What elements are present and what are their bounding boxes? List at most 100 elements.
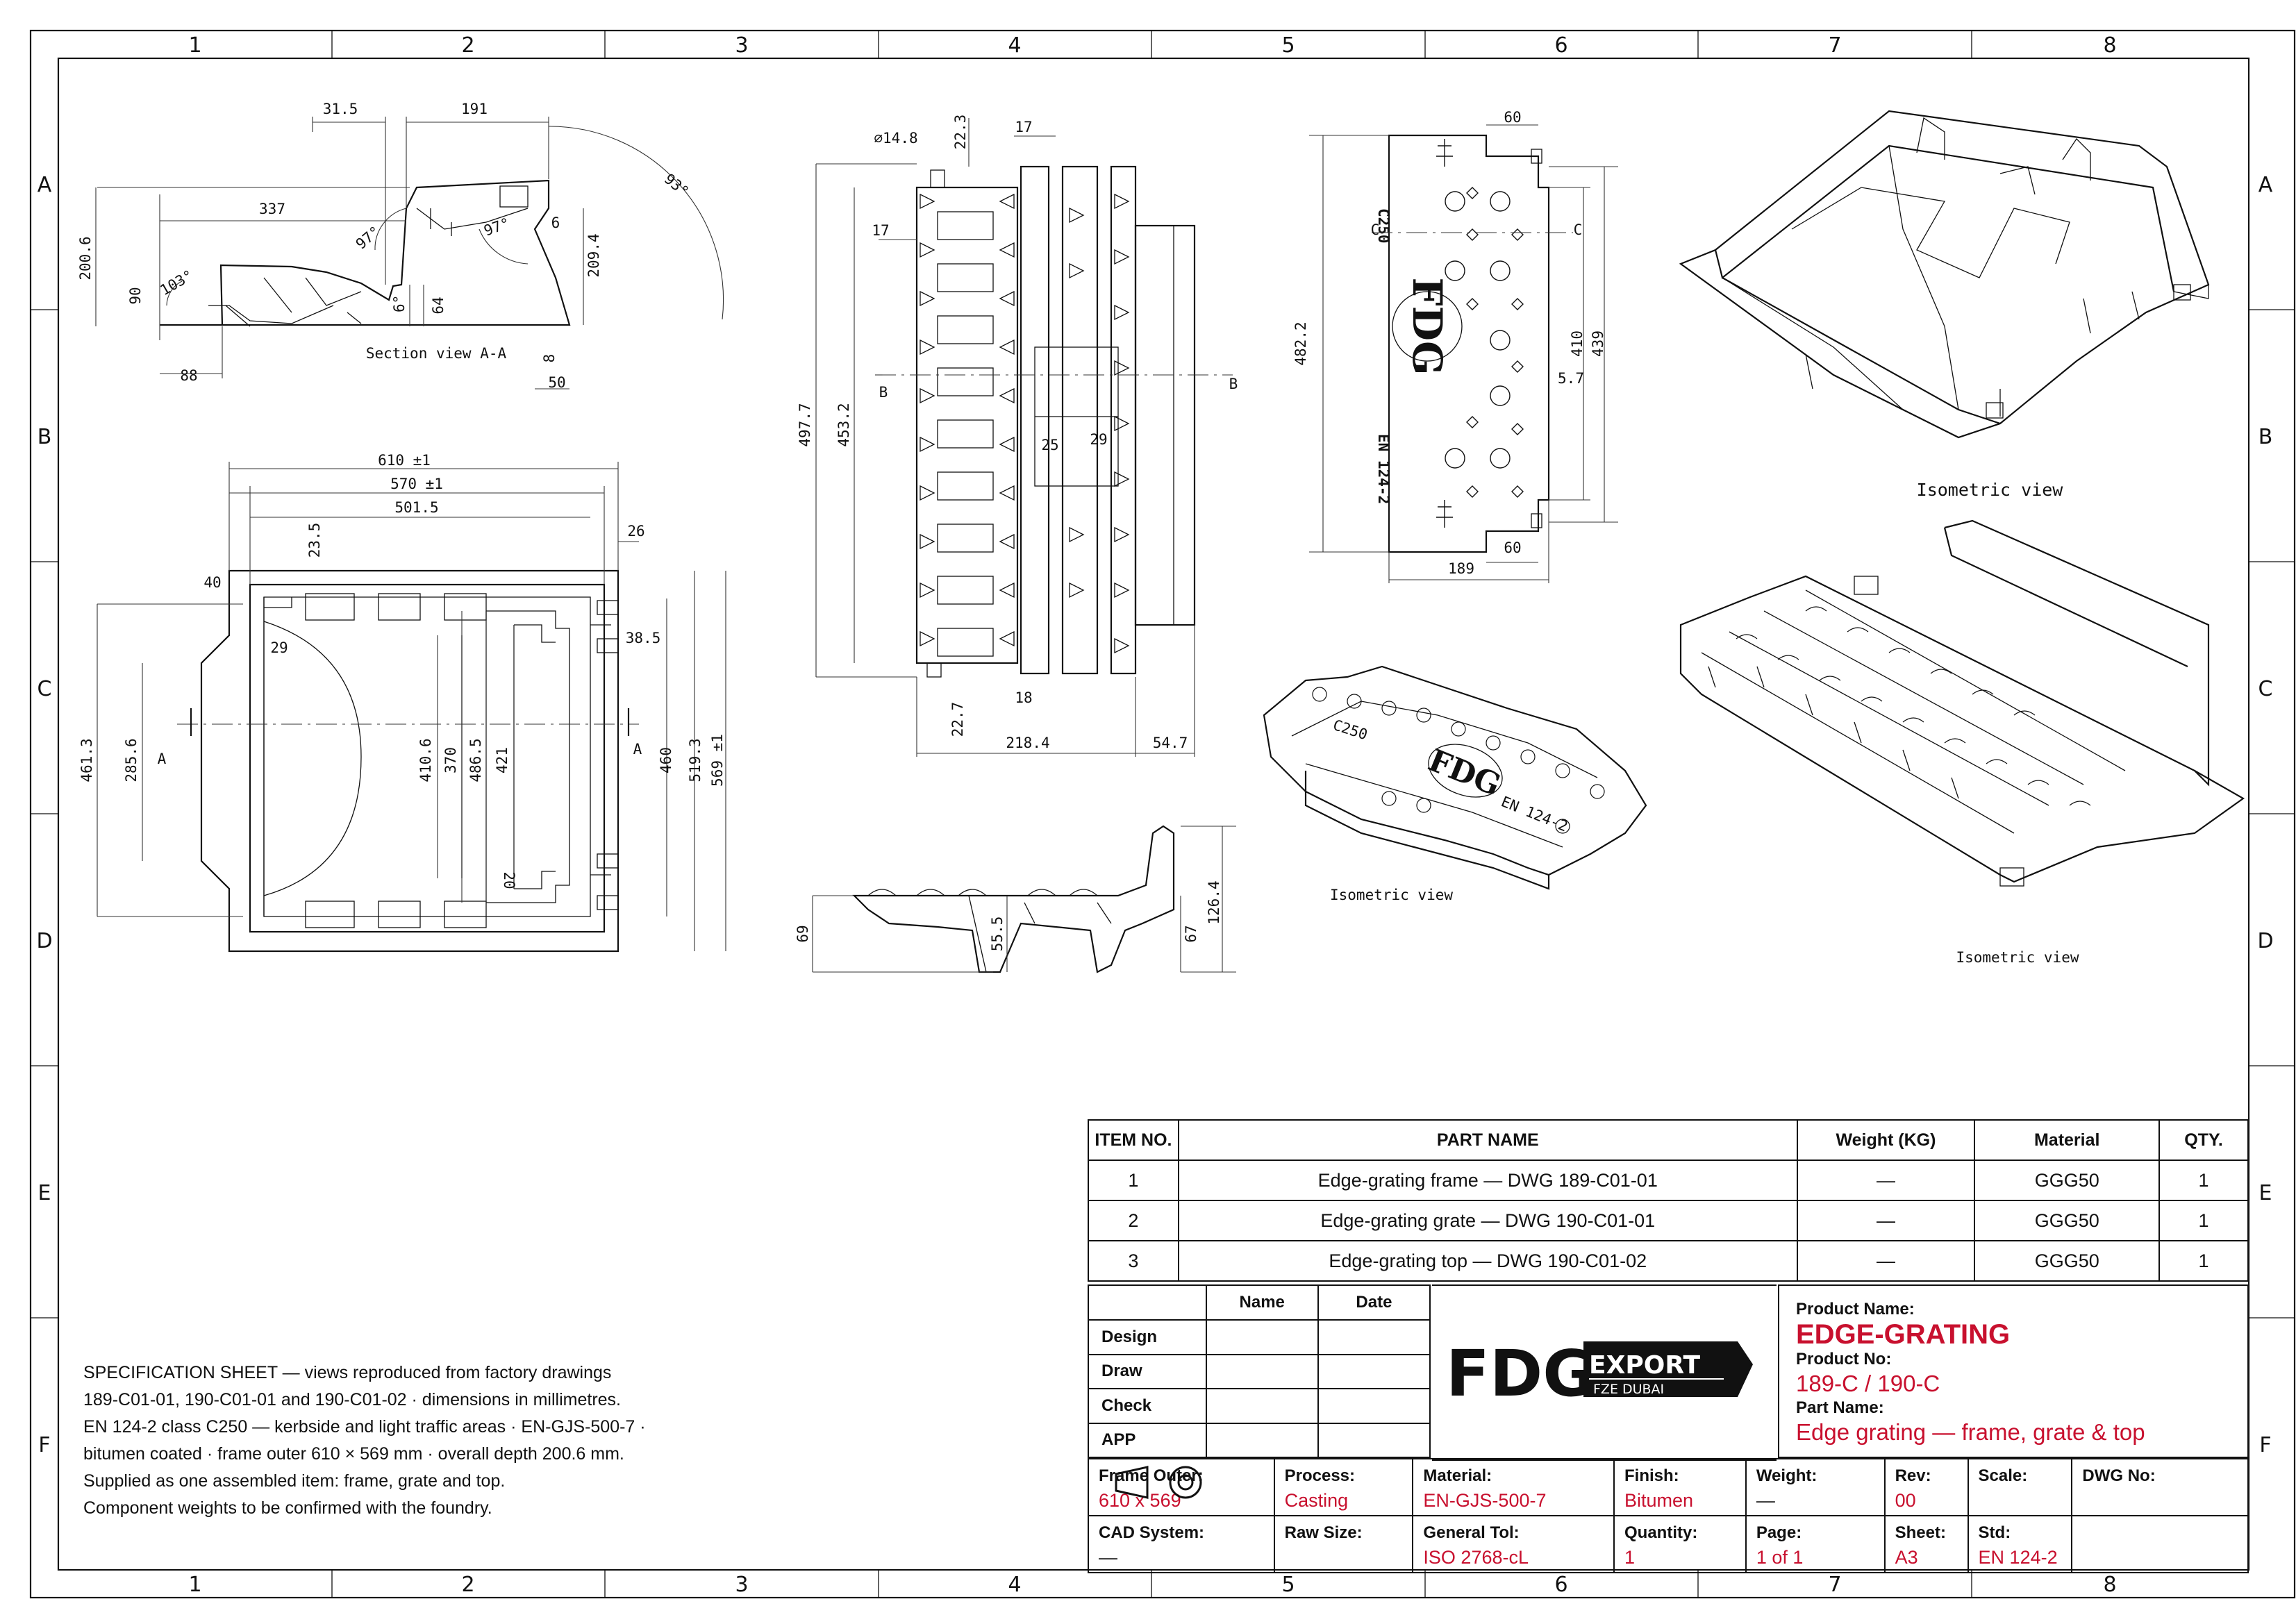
row-label-left: B	[38, 425, 52, 449]
dimension-label: 610 ±1	[378, 452, 431, 469]
meta-key: Weight:	[1756, 1466, 1817, 1485]
signoff-date-cell[interactable]	[1317, 1422, 1431, 1458]
signoff-header-date: Date	[1317, 1284, 1431, 1321]
dimension-label: 5.7	[1558, 370, 1584, 387]
dimension-label: 17	[1015, 119, 1032, 135]
logo-brand: FDG	[1446, 1337, 1595, 1411]
table-row: 2 Edge-grating grate — DWG 190-C01-01 — …	[1088, 1200, 2249, 1241]
top-class-mark: C250	[1375, 208, 1392, 244]
dimension-label: 482.2	[1292, 321, 1309, 365]
signoff-name-cell[interactable]	[1205, 1319, 1319, 1355]
signoff-role: APP	[1088, 1422, 1207, 1458]
section-marker: A	[633, 741, 642, 757]
spec-line: Component weights to be confirmed with t…	[83, 1498, 492, 1518]
bom-header: QTY.	[2158, 1119, 2249, 1161]
row-label-left: C	[38, 677, 52, 701]
row-label-right: E	[2259, 1181, 2272, 1205]
col-label-bottom: 2	[461, 1573, 474, 1597]
logo-sub: FZE DUBAI	[1593, 1382, 1664, 1397]
dimension-label: 370	[442, 747, 459, 773]
section-marker: C	[1371, 221, 1380, 238]
bom-material: GGG50	[1974, 1200, 2161, 1241]
meta-value: EN 124-2	[1978, 1547, 2058, 1568]
bom-weight: —	[1796, 1200, 1976, 1241]
product-info: Product Name: EDGE-GRATING Product No: 1…	[1778, 1284, 2249, 1458]
signoff-date-cell[interactable]	[1317, 1319, 1431, 1355]
dimension-label: 54.7	[1153, 735, 1188, 751]
bom-header-row: ITEM NO. PART NAME Weight (KG) Material …	[1088, 1119, 2249, 1161]
iso-class-mark: C250	[1331, 717, 1370, 743]
col-label-top: 6	[1554, 33, 1567, 58]
signoff-name-cell[interactable]	[1205, 1422, 1319, 1458]
zone-ticks	[31, 31, 2295, 1598]
signoff-name-cell[interactable]	[1205, 1388, 1319, 1424]
signoff-header-name: Name	[1205, 1284, 1319, 1321]
bom-header: ITEM NO.	[1088, 1119, 1179, 1161]
iso-standard-mark: EN 124-2	[1499, 793, 1570, 835]
meta-key: DWG No:	[2082, 1466, 2156, 1485]
dimension-label: 38.5	[626, 630, 661, 646]
dimension-label: 570 ±1	[390, 476, 443, 492]
spec-line: bitumen coated · frame outer 610 × 569 m…	[83, 1444, 624, 1464]
signoff-date-cell[interactable]	[1317, 1388, 1431, 1424]
signoff-role: Draw	[1088, 1353, 1207, 1389]
row-label-left: D	[36, 929, 52, 953]
meta-value: 610 x 569	[1099, 1490, 1181, 1511]
meta-key: Process:	[1284, 1466, 1355, 1485]
signoff-block: Name Date Design Draw Check APP	[1088, 1284, 1431, 1458]
meta-value: ISO 2768-cL	[1423, 1547, 1529, 1568]
bom-header: PART NAME	[1177, 1119, 1798, 1161]
col-label-bottom: 3	[735, 1573, 748, 1597]
row-label-left: F	[38, 1433, 50, 1457]
dimension-label: 453.2	[835, 403, 852, 446]
signoff-role: Check	[1088, 1388, 1207, 1424]
product-name-label: Product Name:	[1796, 1300, 1915, 1319]
col-label-top: 2	[461, 33, 474, 58]
dimension-label: 60	[1504, 109, 1521, 126]
dimension-label: 6	[551, 215, 560, 231]
col-label-bottom: 8	[2103, 1573, 2116, 1597]
dimension-label: 460	[658, 747, 674, 773]
meta-key: Quantity:	[1624, 1523, 1698, 1542]
product-name: EDGE-GRATING	[1796, 1319, 2011, 1350]
top-standard-mark: EN 124-2	[1375, 434, 1392, 504]
row-label-left: E	[38, 1181, 51, 1205]
dimension-label: 55.5	[989, 916, 1006, 952]
dimension-label: 40	[203, 574, 221, 591]
col-label-bottom: 7	[1828, 1573, 1841, 1597]
frame-plan-view: 610 ±1 570 ±1 501.5 26 23.5 40 38.5 29 4…	[78, 452, 726, 953]
product-no-label: Product No:	[1796, 1350, 1892, 1368]
col-label-top: 8	[2103, 33, 2116, 58]
bom-part-name: Edge-grating frame — DWG 189-C01-01	[1177, 1160, 1798, 1201]
section-marker: A	[158, 751, 167, 767]
col-label-bottom: 4	[1008, 1573, 1021, 1597]
signoff-name-cell[interactable]	[1205, 1353, 1319, 1389]
dimension-label: 218.4	[1006, 735, 1049, 751]
meta-value: 1	[1624, 1547, 1636, 1568]
grate-plan-view: ⌀14.8 22.3 17 17 B B 497.7 453.2 25 29 1…	[797, 115, 1238, 757]
row-label-right: A	[2258, 173, 2273, 197]
dimension-label: 337	[259, 201, 285, 217]
bom-item: 3	[1088, 1240, 1179, 1282]
dimension-label: 17	[872, 222, 889, 239]
section-view-aa: 31.5 191 337 97° 97° 93° 6 200.6 209.4 9…	[77, 101, 724, 391]
meta-key: Rev:	[1895, 1466, 1931, 1485]
col-label-bottom: 6	[1554, 1573, 1567, 1597]
view-label: Isometric view	[1330, 887, 1453, 903]
projection-symbol-cell	[1115, 1466, 2249, 1573]
third-angle-projection-icon	[1115, 1466, 1202, 1499]
section-marker: B	[879, 384, 888, 401]
dimension-label: 486.5	[467, 738, 484, 782]
col-label-top: 5	[1281, 33, 1295, 58]
dimension-label: 97°	[353, 223, 383, 253]
top-brand-mark: FDG	[1404, 277, 1451, 375]
spec-line: Supplied as one assembled item: frame, g…	[83, 1471, 506, 1491]
meta-value: A3	[1895, 1547, 1918, 1568]
dimension-label: 69	[795, 925, 811, 942]
meta-value: 1 of 1	[1756, 1547, 1804, 1568]
col-label-top: 4	[1008, 33, 1021, 58]
dimension-label: 88	[180, 367, 197, 384]
signoff-date-cell[interactable]	[1317, 1353, 1431, 1389]
dimension-label: 200.6	[77, 236, 94, 280]
